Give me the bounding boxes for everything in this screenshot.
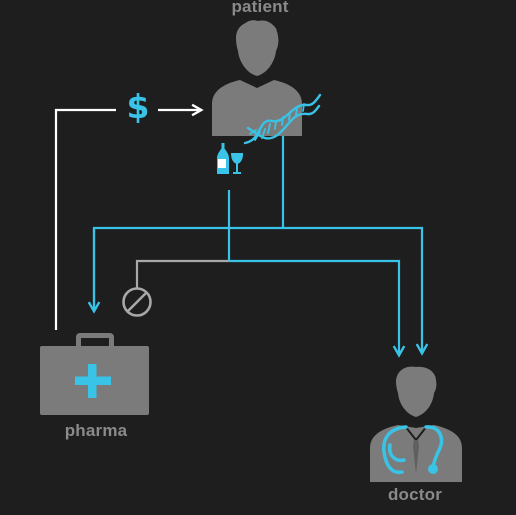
doctor-stethoscope-icon — [370, 366, 462, 482]
patient-icon — [212, 20, 302, 136]
dollar-icon: $ — [126, 87, 150, 126]
blocked-icon — [122, 287, 152, 317]
first-aid-kit-icon — [40, 333, 149, 415]
blocked-line — [135, 259, 229, 288]
patient-label: patient — [231, 0, 289, 16]
payment-line — [54, 108, 116, 330]
doctor-label: doctor — [387, 485, 443, 504]
dna-icon — [243, 93, 322, 145]
bottle-and-glass-icon — [217, 143, 243, 174]
lifestyle-to-doctor-arrow — [229, 259, 406, 358]
pharma-label: pharma — [64, 421, 128, 440]
